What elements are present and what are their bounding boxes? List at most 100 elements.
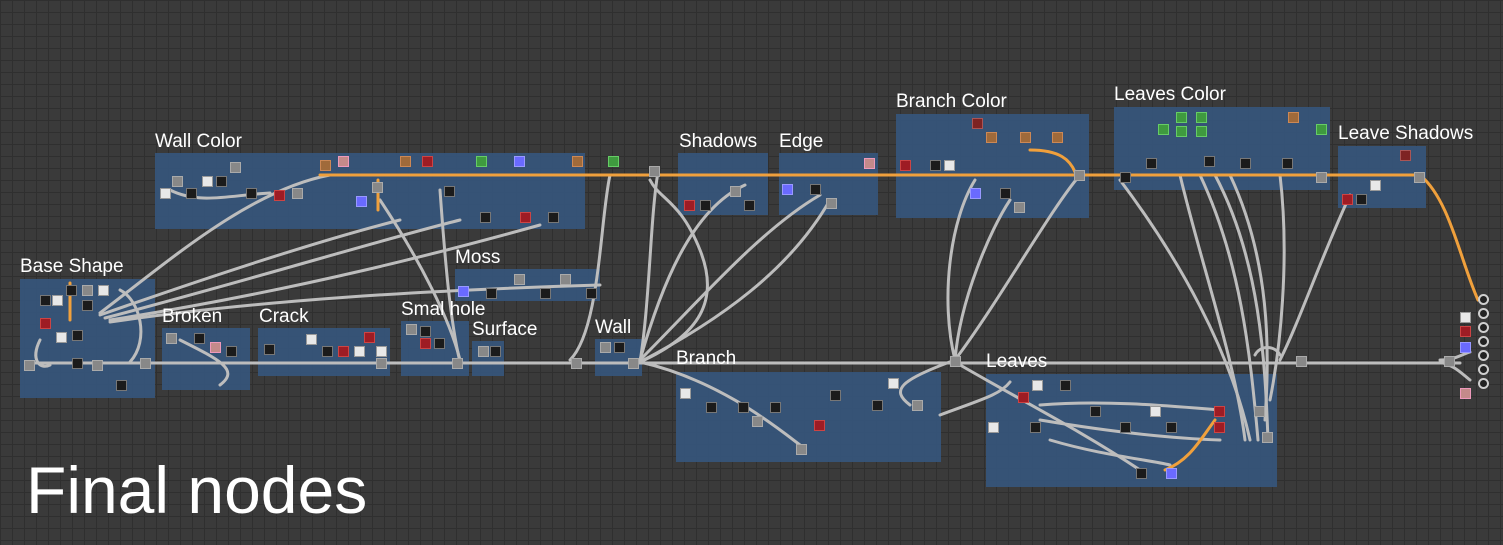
graph-node[interactable] bbox=[444, 186, 455, 197]
graph-node[interactable] bbox=[586, 288, 597, 299]
output-node-circle-icon[interactable] bbox=[1478, 364, 1489, 375]
graph-node[interactable] bbox=[82, 300, 93, 311]
graph-node[interactable] bbox=[210, 342, 221, 353]
graph-node[interactable] bbox=[1166, 422, 1177, 433]
output-node-circle-icon[interactable] bbox=[1478, 322, 1489, 333]
graph-node[interactable] bbox=[98, 285, 109, 296]
graph-node[interactable] bbox=[1254, 406, 1265, 417]
graph-node[interactable] bbox=[744, 200, 755, 211]
graph-node[interactable] bbox=[452, 358, 463, 369]
graph-node[interactable] bbox=[116, 380, 127, 391]
graph-node[interactable] bbox=[166, 333, 177, 344]
graph-node[interactable] bbox=[140, 358, 151, 369]
graph-node[interactable] bbox=[72, 330, 83, 341]
graph-node[interactable] bbox=[486, 288, 497, 299]
output-node-circle-icon[interactable] bbox=[1478, 336, 1489, 347]
graph-node[interactable] bbox=[1460, 388, 1471, 399]
graph-node[interactable] bbox=[406, 324, 417, 335]
graph-node[interactable] bbox=[814, 420, 825, 431]
graph-node[interactable] bbox=[292, 188, 303, 199]
graph-node[interactable] bbox=[680, 388, 691, 399]
graph-node[interactable] bbox=[372, 182, 383, 193]
graph-node[interactable] bbox=[1342, 194, 1353, 205]
graph-node[interactable] bbox=[1444, 356, 1455, 367]
graph-node[interactable] bbox=[72, 358, 83, 369]
graph-node[interactable] bbox=[864, 158, 875, 169]
graph-node[interactable] bbox=[92, 360, 103, 371]
output-node-circle-icon[interactable] bbox=[1478, 294, 1489, 305]
graph-node[interactable] bbox=[458, 286, 469, 297]
graph-node[interactable] bbox=[1288, 112, 1299, 123]
graph-node[interactable] bbox=[1460, 326, 1471, 337]
graph-node[interactable] bbox=[1176, 126, 1187, 137]
graph-node[interactable] bbox=[186, 188, 197, 199]
frame-wall-color[interactable] bbox=[155, 153, 585, 229]
graph-node[interactable] bbox=[274, 190, 285, 201]
graph-node[interactable] bbox=[1030, 422, 1041, 433]
graph-node[interactable] bbox=[354, 346, 365, 357]
graph-node[interactable] bbox=[420, 326, 431, 337]
graph-node[interactable] bbox=[608, 156, 619, 167]
graph-node[interactable] bbox=[1014, 202, 1025, 213]
graph-node[interactable] bbox=[490, 346, 501, 357]
graph-node[interactable] bbox=[1204, 156, 1215, 167]
graph-node[interactable] bbox=[912, 400, 923, 411]
graph-node[interactable] bbox=[572, 156, 583, 167]
graph-node[interactable] bbox=[320, 160, 331, 171]
graph-node[interactable] bbox=[338, 346, 349, 357]
graph-node[interactable] bbox=[782, 184, 793, 195]
graph-node[interactable] bbox=[56, 332, 67, 343]
graph-node[interactable] bbox=[1316, 124, 1327, 135]
graph-node[interactable] bbox=[752, 416, 763, 427]
graph-node[interactable] bbox=[614, 342, 625, 353]
graph-node[interactable] bbox=[1460, 312, 1471, 323]
graph-node[interactable] bbox=[1032, 380, 1043, 391]
graph-node[interactable] bbox=[434, 338, 445, 349]
graph-node[interactable] bbox=[1240, 158, 1251, 169]
graph-node[interactable] bbox=[1214, 422, 1225, 433]
graph-node[interactable] bbox=[1018, 392, 1029, 403]
graph-node[interactable] bbox=[1000, 188, 1011, 199]
graph-node[interactable] bbox=[52, 295, 63, 306]
graph-node[interactable] bbox=[338, 156, 349, 167]
output-node-circle-icon[interactable] bbox=[1478, 378, 1489, 389]
graph-node[interactable] bbox=[1146, 158, 1157, 169]
graph-node[interactable] bbox=[82, 285, 93, 296]
graph-node[interactable] bbox=[930, 160, 941, 171]
graph-node[interactable] bbox=[40, 318, 51, 329]
graph-node[interactable] bbox=[600, 342, 611, 353]
graph-node[interactable] bbox=[514, 156, 525, 167]
graph-node[interactable] bbox=[706, 402, 717, 413]
graph-node[interactable] bbox=[649, 166, 660, 177]
graph-node[interactable] bbox=[730, 186, 741, 197]
graph-node[interactable] bbox=[1414, 172, 1425, 183]
graph-node[interactable] bbox=[216, 176, 227, 187]
graph-node[interactable] bbox=[1020, 132, 1031, 143]
graph-node[interactable] bbox=[1262, 432, 1273, 443]
graph-node[interactable] bbox=[1120, 422, 1131, 433]
graph-node[interactable] bbox=[520, 212, 531, 223]
graph-node[interactable] bbox=[950, 356, 961, 367]
frame-branch-color[interactable] bbox=[896, 114, 1089, 218]
output-node-circle-icon[interactable] bbox=[1478, 350, 1489, 361]
graph-node[interactable] bbox=[1158, 124, 1169, 135]
graph-node[interactable] bbox=[1052, 132, 1063, 143]
graph-node[interactable] bbox=[826, 198, 837, 209]
graph-node[interactable] bbox=[1370, 180, 1381, 191]
output-node-circle-icon[interactable] bbox=[1478, 308, 1489, 319]
graph-node[interactable] bbox=[306, 334, 317, 345]
graph-node[interactable] bbox=[230, 162, 241, 173]
graph-node[interactable] bbox=[972, 118, 983, 129]
graph-node[interactable] bbox=[66, 285, 77, 296]
graph-node[interactable] bbox=[1214, 406, 1225, 417]
graph-node[interactable] bbox=[322, 346, 333, 357]
graph-node[interactable] bbox=[480, 212, 491, 223]
graph-node[interactable] bbox=[1150, 406, 1161, 417]
graph-node[interactable] bbox=[246, 188, 257, 199]
graph-node[interactable] bbox=[264, 344, 275, 355]
graph-node[interactable] bbox=[400, 156, 411, 167]
graph-node[interactable] bbox=[888, 378, 899, 389]
graph-node[interactable] bbox=[872, 400, 883, 411]
graph-node[interactable] bbox=[700, 200, 711, 211]
